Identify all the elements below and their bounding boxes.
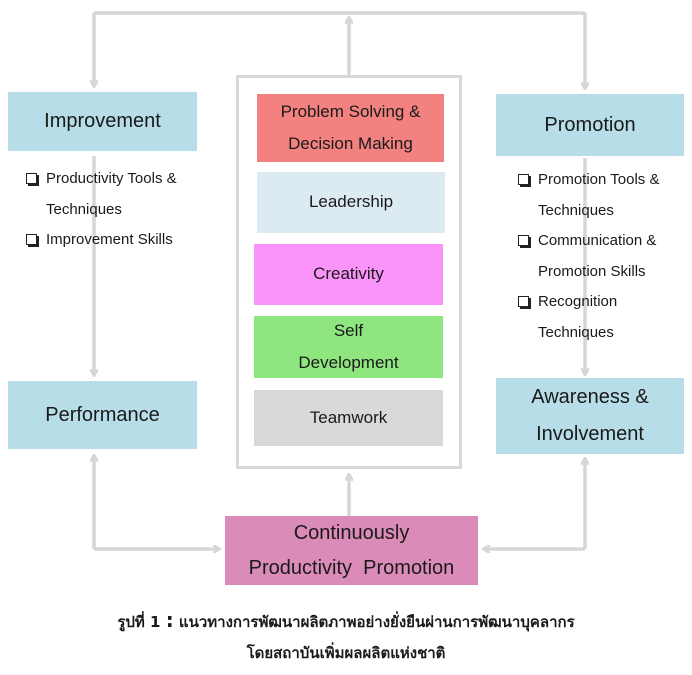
- improvement-box: Improvement: [8, 92, 197, 151]
- awareness-label: Awareness &: [531, 386, 649, 408]
- checkbox-icon: [518, 296, 529, 307]
- improvement-list: Productivity Tools &Techniques Improveme…: [26, 164, 216, 256]
- list-item: Productivity Tools &Techniques: [26, 164, 216, 225]
- figure-caption-line2: โดยสถาบันเพิ่มผลผลิตแห่งชาติ: [246, 644, 446, 662]
- promotion-label: Promotion: [544, 113, 636, 136]
- promotion-box: Promotion: [496, 94, 684, 156]
- figure-caption-line1: รูปที่ 1 : แนวทางการพัฒนาผลิตภาพอย่างยั่…: [117, 608, 575, 632]
- continuous-productivity-promotion-box: Continuously Productivity Promotion: [225, 516, 478, 585]
- checkbox-icon: [26, 234, 37, 245]
- involvement-label: Involvement: [536, 423, 644, 445]
- checkbox-icon: [518, 235, 529, 246]
- checkbox-icon: [518, 174, 529, 185]
- performance-label: Performance: [45, 403, 160, 426]
- leadership-box: Leadership: [257, 172, 445, 233]
- performance-box: Performance: [8, 381, 197, 449]
- list-item: Improvement Skills: [26, 225, 216, 256]
- creativity-box: Creativity: [254, 244, 443, 305]
- problem-solving-box: Problem Solving & Decision Making: [257, 94, 444, 162]
- awareness-involvement-box: Awareness & Involvement: [496, 378, 684, 454]
- list-item: Promotion Tools &Techniques: [518, 165, 688, 226]
- improvement-label: Improvement: [44, 110, 161, 132]
- promotion-list: Promotion Tools &Techniques Communicatio…: [518, 165, 688, 348]
- checkbox-icon: [26, 173, 37, 184]
- self-development-box: Self Development: [254, 316, 443, 378]
- list-item: Communication &Promotion Skills: [518, 226, 688, 287]
- teamwork-box: Teamwork: [254, 390, 443, 446]
